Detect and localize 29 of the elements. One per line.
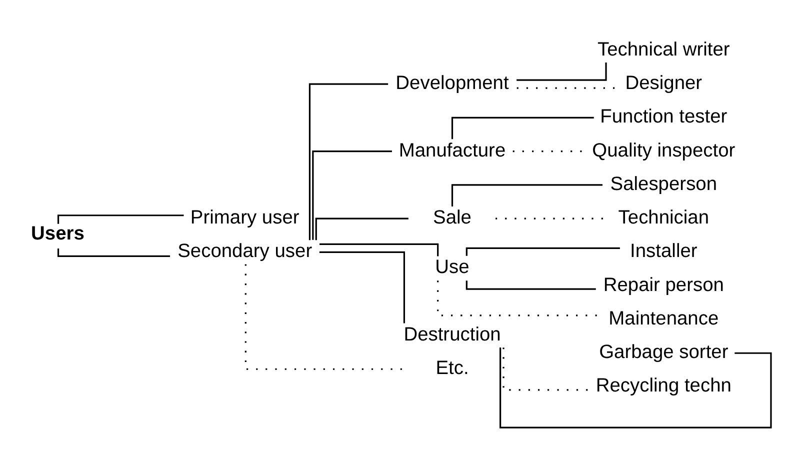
- node-text: Designer: [625, 73, 702, 94]
- node-text: Technical writer: [597, 39, 730, 60]
- node-text: Destruction: [404, 324, 501, 346]
- node-text: Maintenance: [608, 308, 719, 330]
- node-text: Installer: [630, 241, 698, 262]
- node-text: Repair person: [603, 274, 724, 296]
- node-text: Salesperson: [610, 174, 718, 195]
- node-text: Garbage sorter: [599, 342, 728, 364]
- node-text: Function tester: [600, 106, 728, 128]
- node-text: Secondary user: [178, 241, 312, 262]
- connector: [312, 150, 392, 240]
- node-text: Technician: [618, 208, 710, 229]
- node-text: Use: [435, 257, 470, 278]
- node-text: Etc.: [436, 358, 469, 380]
- node-text: Manufacture: [398, 140, 506, 162]
- node-text: Quality inspector: [592, 140, 736, 162]
- node-text: Sale: [433, 208, 472, 229]
- connector: [451, 184, 603, 206]
- connector: [319, 251, 405, 324]
- node-text: Development: [396, 73, 509, 94]
- node-text: Primary user: [190, 208, 300, 229]
- connector: [451, 116, 594, 140]
- connector: [516, 62, 607, 81]
- node-text: Users: [31, 224, 84, 245]
- connector: [315, 218, 408, 240]
- connector: [502, 348, 588, 391]
- connector: [500, 348, 772, 428]
- node-text: Recycling techn: [596, 376, 732, 397]
- connector: [308, 83, 388, 240]
